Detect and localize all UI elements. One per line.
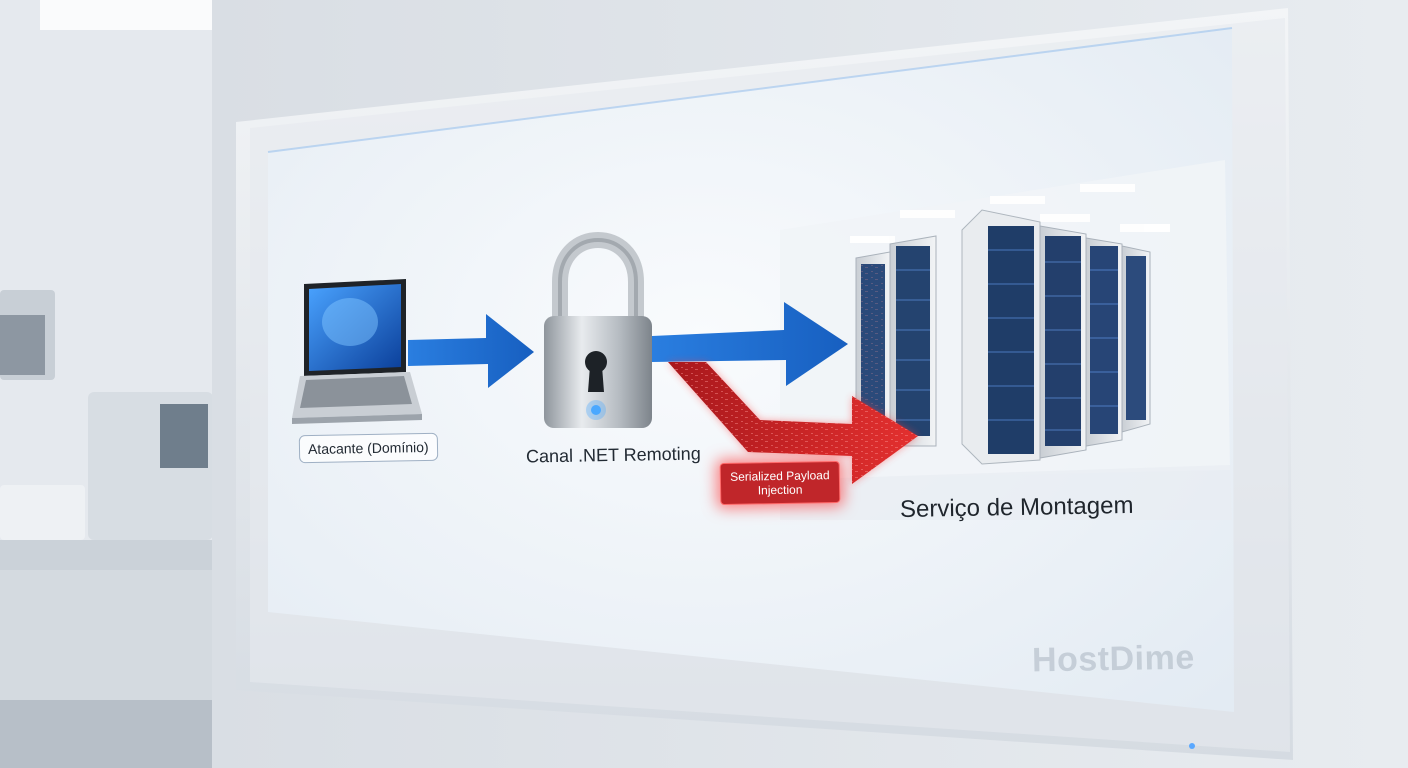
arrow-icon bbox=[408, 314, 534, 388]
channel-label: Canal .NET Remoting bbox=[525, 443, 701, 467]
payload-badge: Serialized Payload Injection bbox=[719, 460, 841, 506]
arrow-icon bbox=[668, 362, 918, 484]
server-rack-icon bbox=[855, 209, 1151, 465]
attacker-label: Atacante (Domínio) bbox=[298, 432, 438, 464]
brand-watermark: HostDime bbox=[1031, 638, 1196, 680]
arrow-icon bbox=[652, 302, 848, 386]
padlock-icon bbox=[544, 232, 652, 428]
laptop-icon bbox=[292, 279, 422, 424]
service-label: Serviço de Montagem bbox=[899, 491, 1134, 524]
power-indicator bbox=[1189, 743, 1195, 749]
